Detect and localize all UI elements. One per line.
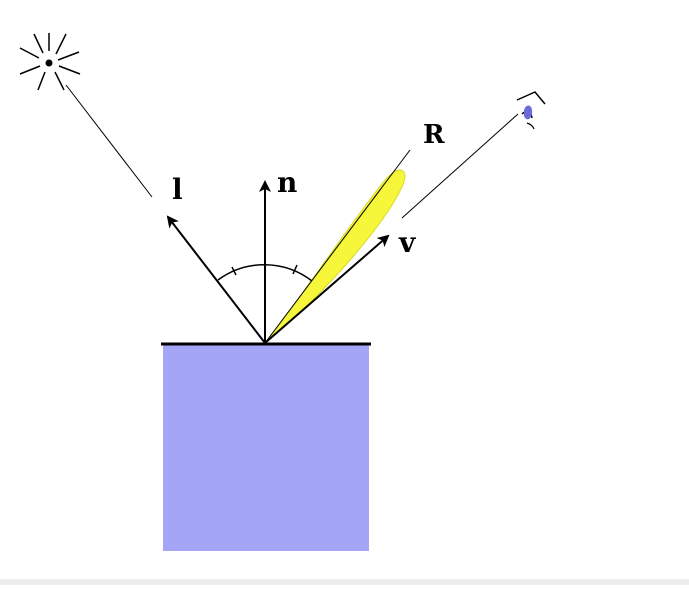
light-ray (65, 84, 153, 198)
light-vector (166, 215, 266, 344)
view-vector-label: v (398, 226, 416, 259)
angle-arc (217, 263, 313, 282)
normal-vector-label: n (277, 166, 297, 199)
sun-icon (19, 33, 81, 91)
bottom-edge-shade (0, 579, 689, 585)
light-vector-label: l (172, 173, 183, 206)
angle-tick-left (231, 266, 237, 276)
view-ray (401, 113, 519, 219)
view-vector (264, 234, 390, 344)
reflection-ray (264, 149, 411, 344)
surface-block (163, 344, 369, 551)
angle-tick-right (292, 264, 298, 275)
eye-icon (516, 91, 546, 130)
reflection-label: R (423, 120, 445, 150)
